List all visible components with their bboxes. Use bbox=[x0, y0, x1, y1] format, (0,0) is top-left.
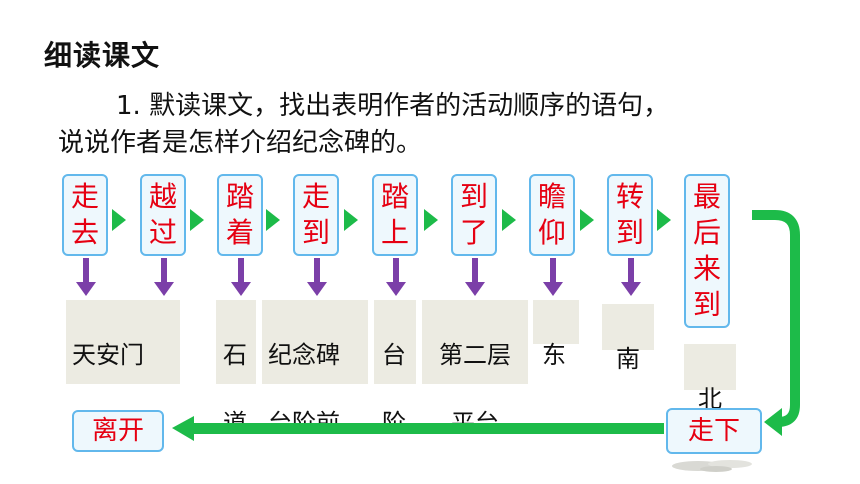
down-arrow-icon bbox=[154, 258, 174, 296]
location-east: 东 bbox=[533, 300, 579, 369]
verb-box-6: 到 了 bbox=[451, 174, 497, 256]
left-arrow-icon bbox=[172, 416, 194, 441]
verb-box-5: 踏 上 bbox=[372, 174, 418, 256]
left-arrow-shaft bbox=[194, 423, 664, 434]
down-arrow-icon bbox=[386, 258, 406, 296]
verb-box-1: 走 去 bbox=[62, 174, 108, 256]
location-line: 纪念碑 bbox=[268, 341, 340, 369]
right-arrow-icon bbox=[502, 209, 516, 231]
verb-char: 最 bbox=[692, 180, 721, 213]
verb-char: 到 bbox=[459, 180, 488, 213]
location-before-monument-steps: 纪念碑 台阶前 bbox=[262, 300, 368, 437]
location-line: 天安门 bbox=[72, 341, 144, 369]
location-line: 第二层 bbox=[439, 341, 511, 369]
down-arrow-icon bbox=[465, 258, 485, 296]
decorative-cloud-icon bbox=[672, 460, 752, 472]
verb-char: 越 bbox=[148, 180, 177, 213]
verb-char: 过 bbox=[148, 216, 177, 249]
location-steps: 台 阶 bbox=[374, 300, 416, 437]
down-arrow-icon bbox=[621, 258, 641, 296]
verb-char: 转 bbox=[615, 180, 644, 213]
verb-box-8: 转 到 bbox=[607, 174, 653, 256]
down-arrow-icon bbox=[76, 258, 96, 296]
right-arrow-icon bbox=[266, 209, 280, 231]
location-line: 南 bbox=[616, 345, 640, 373]
right-arrow-icon bbox=[112, 209, 126, 231]
down-arrow-icon bbox=[231, 258, 251, 296]
verb-char: 去 bbox=[70, 216, 99, 249]
verb-box-4: 走 到 bbox=[293, 174, 339, 256]
verb-box-7: 瞻 仰 bbox=[529, 174, 575, 256]
location-line: 石 bbox=[223, 341, 247, 369]
location-line: 台 bbox=[382, 341, 406, 369]
verb-char: 走 bbox=[70, 180, 99, 213]
curve-arrowhead-icon bbox=[764, 408, 782, 436]
section-title: 细读课文 bbox=[44, 39, 161, 72]
verb-box-2: 越 过 bbox=[140, 174, 186, 256]
right-arrow-icon bbox=[580, 209, 594, 231]
verb-char: 上 bbox=[380, 216, 409, 249]
verb-box-3: 踏 着 bbox=[217, 174, 263, 256]
verb-char: 仰 bbox=[537, 216, 566, 249]
location-line: 东 bbox=[542, 341, 566, 369]
down-arrow-icon bbox=[307, 258, 327, 296]
right-arrow-icon bbox=[344, 209, 358, 231]
verb-char: 后 bbox=[692, 216, 721, 249]
question-line-2: 说说作者是怎样介绍纪念碑的。 bbox=[58, 128, 423, 158]
verb-char: 到 bbox=[301, 216, 330, 249]
verb-char: 到 bbox=[692, 288, 721, 321]
question-line-1: 1. 默读课文，找出表明作者的活动顺序的语句， bbox=[116, 91, 670, 121]
right-arrow-icon bbox=[424, 209, 438, 231]
verb-char: 着 bbox=[225, 216, 254, 249]
verb-char: 瞻 bbox=[537, 180, 566, 213]
down-arrow-icon bbox=[543, 258, 563, 296]
verb-char: 来 bbox=[692, 252, 721, 285]
walk-down-box: 走下 bbox=[666, 408, 762, 454]
verb-char: 走 bbox=[301, 180, 330, 213]
verb-char: 了 bbox=[459, 216, 488, 249]
verb-box-9: 最 后 来 到 bbox=[684, 174, 730, 328]
verb-char: 到 bbox=[615, 216, 644, 249]
location-south: 南 bbox=[602, 304, 654, 373]
leave-box: 离开 bbox=[72, 410, 164, 452]
right-arrow-icon bbox=[657, 209, 671, 231]
verb-char: 踏 bbox=[225, 180, 254, 213]
right-arrow-icon bbox=[190, 209, 204, 231]
verb-char: 踏 bbox=[380, 180, 409, 213]
location-north: 北 bbox=[684, 344, 736, 413]
